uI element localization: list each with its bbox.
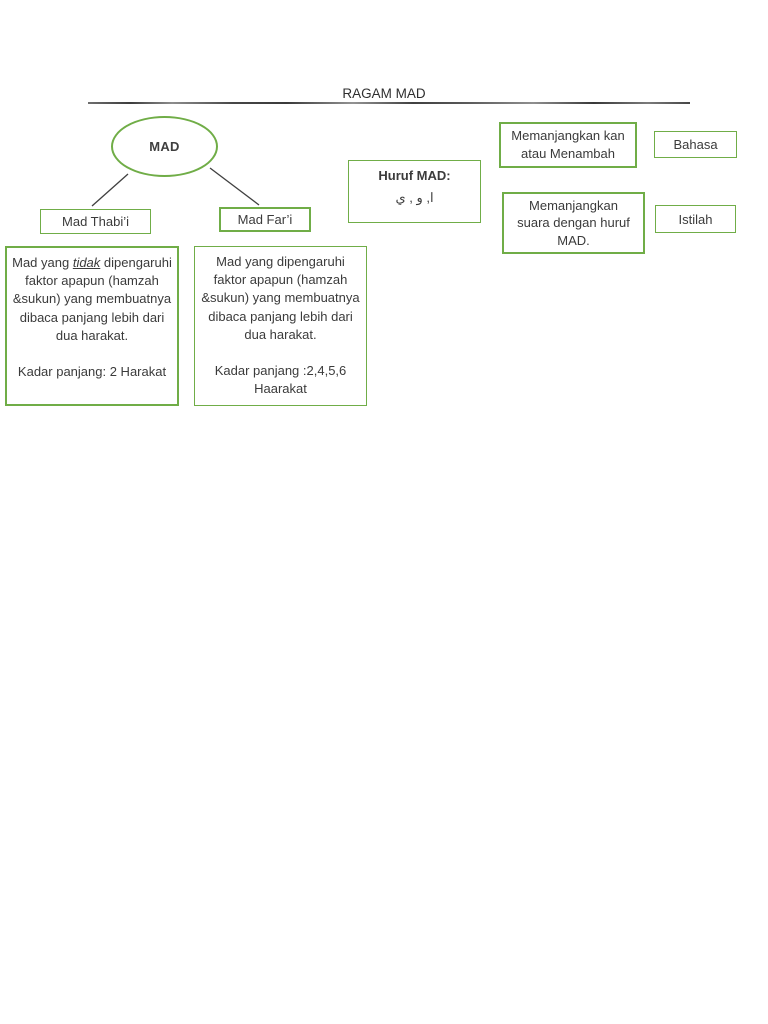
mad-fari-description-box: Mad yang dipengaruhi faktor apapun (hamz…	[194, 246, 367, 406]
bahasa-definition-box: Memanjangkan kan atau Menambah	[499, 122, 637, 168]
huruf-mad-arabic-letters: ا, و , ي	[395, 190, 434, 205]
istilah-label-box: Istilah	[655, 205, 736, 233]
node-mad-thabii: Mad Thabi’i	[40, 209, 151, 234]
istilah-label: Istilah	[678, 211, 713, 227]
mad-thabii-label: Mad Thabi’i	[62, 214, 129, 229]
huruf-mad-box: Huruf MAD: ا, و , ي	[348, 160, 481, 223]
bahasa-definition-text: Memanjangkan kan atau Menambah	[511, 128, 625, 161]
mad-thabii-description: Mad yang tidak dipengaruhi faktor apapun…	[12, 255, 172, 343]
title-underline	[88, 102, 690, 104]
mad-root-label: MAD	[149, 139, 180, 154]
bahasa-label-box: Bahasa	[654, 131, 737, 158]
mad-fari-description: Mad yang dipengaruhi faktor apapun (hamz…	[201, 254, 360, 342]
istilah-definition-box: Memanjangkan suara dengan huruf MAD.	[502, 192, 645, 254]
mad-root-node: MAD	[111, 116, 218, 177]
huruf-mad-title: Huruf MAD:	[378, 168, 451, 183]
connector-line-left	[91, 173, 129, 207]
emphasis-tidak: tidak	[72, 255, 101, 270]
mad-fari-label: Mad Far’i	[237, 212, 293, 227]
mad-thabii-kadar: Kadar panjang: 2 Harakat	[17, 363, 167, 379]
connector-line-right	[209, 167, 260, 206]
mad-fari-kadar: Kadar panjang :2,4,5,6 Haarakat	[214, 362, 347, 397]
bahasa-label: Bahasa	[673, 137, 718, 152]
node-mad-fari: Mad Far’i	[219, 207, 311, 232]
diagram-title: RAGAM MAD	[342, 86, 426, 101]
mad-thabii-description-box: Mad yang tidak dipengaruhi faktor apapun…	[5, 246, 179, 406]
istilah-definition-text: Memanjangkan suara dengan huruf MAD.	[517, 197, 630, 248]
